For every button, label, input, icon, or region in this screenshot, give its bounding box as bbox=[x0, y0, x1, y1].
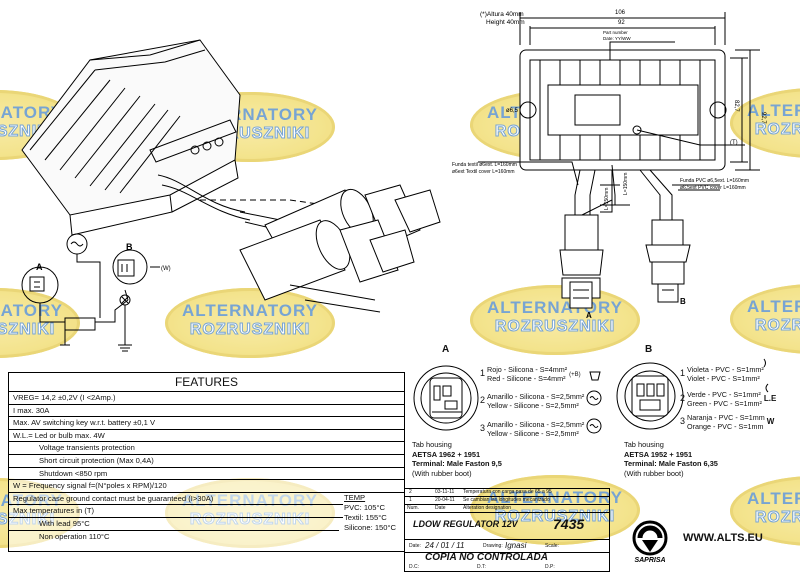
schematic-label-a: A bbox=[36, 262, 43, 272]
dc-label: D.C: bbox=[409, 564, 419, 570]
dim-hole: ø6,5 bbox=[506, 108, 519, 114]
conn-a-label: A bbox=[442, 344, 450, 355]
temp-block: TEMP PVC: 105°C Textil: 155°C Silicone: … bbox=[344, 493, 396, 533]
title-block: 2 03-11-11 Temperatura con carga pasa de… bbox=[404, 488, 610, 572]
conn-b-label: B bbox=[645, 344, 653, 355]
cable-right-2: ø6,5ext PVC cover L=160mm bbox=[680, 185, 746, 191]
cable-left-2: ø6ext Textil cover L=160mm bbox=[452, 169, 515, 175]
dp-label: D.P: bbox=[545, 564, 555, 570]
title-row: LDOW REGULATOR 12V 7435 bbox=[405, 513, 609, 540]
dim-date: Date: YY/WW bbox=[603, 36, 631, 41]
dim-92: 92 bbox=[618, 20, 625, 26]
regulator-perspective bbox=[21, 39, 361, 243]
conn-a-housing: Tab housing AETSA 1962 + 1951 Terminal: … bbox=[412, 440, 502, 478]
feature-row: With lead 95°C bbox=[9, 518, 339, 531]
feature-row: Non operation 110°C bbox=[39, 531, 110, 541]
cable-length-a: L=150mm bbox=[604, 188, 610, 210]
dim-106: 106 bbox=[615, 10, 626, 16]
temp-line: PVC: 105°C bbox=[344, 503, 386, 512]
svg-text:SAPRISA: SAPRISA bbox=[634, 557, 665, 564]
connector-a-drawing bbox=[559, 214, 604, 309]
feature-row: I max. 30A bbox=[9, 405, 404, 418]
dim-part: Part number bbox=[603, 30, 628, 35]
feature-row: Voltage transients protection bbox=[9, 442, 404, 455]
feature-row: W.L.= Led or bulb max. 4W bbox=[9, 430, 404, 443]
features-title: FEATURES bbox=[9, 373, 404, 392]
feature-row: W = Frequency signal f=(N°poles x RPM)/1… bbox=[9, 480, 404, 493]
schematic-label-b: B bbox=[126, 242, 133, 252]
schematic-label-w: (W) bbox=[161, 266, 171, 272]
revision-row: 2 03-11-11 Temperatura con carga pasa de… bbox=[405, 489, 609, 497]
wiring-schematic bbox=[21, 233, 160, 352]
dim-827: 82,7 bbox=[733, 100, 739, 112]
cable-label-a: A bbox=[586, 311, 592, 320]
feature-row: Max temperatures in (T) bbox=[9, 505, 343, 518]
date-row: Date: 24 / 01 / 11 Drawing: Ignasi Scale… bbox=[405, 540, 609, 553]
feature-row: Regulator case ground contact must be gu… bbox=[9, 493, 343, 506]
connector-b-drawing bbox=[645, 219, 691, 303]
dim-927: 92,7 bbox=[760, 112, 766, 124]
cable-right-1: Funda PVC ø6,5ext. L=160mm bbox=[680, 178, 749, 184]
feature-row: VREG= 14,2 ±0,2V (I <2Amp.) bbox=[9, 392, 404, 405]
drawing-number: 7435 bbox=[553, 516, 585, 532]
temp-line: Textil: 155°C bbox=[344, 513, 387, 522]
temp-line: Silicone: 150°C bbox=[344, 523, 397, 532]
drawing-title: LDOW REGULATOR 12V bbox=[413, 519, 518, 529]
connector-perspective bbox=[239, 184, 441, 313]
dim-t: (T) bbox=[730, 140, 738, 146]
dim-altura: (*)Altura 40mm bbox=[480, 11, 524, 18]
conn-b-housing: Tab housing AETSA 1952 + 1951 Terminal: … bbox=[624, 440, 718, 478]
cable-label-b: B bbox=[680, 297, 686, 306]
regulator-top-view bbox=[478, 12, 760, 221]
connector-b-face bbox=[616, 362, 684, 430]
feature-row: Shutdown <850 rpm bbox=[9, 468, 404, 481]
copia-stamp: COPIA NO CONTROLADA bbox=[425, 552, 548, 563]
dt-label: D.T: bbox=[477, 564, 486, 570]
brand-url: WWW.ALTS.EU bbox=[683, 532, 763, 544]
cable-left-1: Funda textil ø6ext. L=160mm bbox=[452, 162, 517, 168]
connector-a-face bbox=[413, 365, 479, 431]
dim-height: Height 40mm bbox=[486, 19, 525, 26]
revision-header: Num. Date Alteration designation bbox=[405, 505, 609, 513]
feature-row: Max. AV switching key w.r.t. battery ±0,… bbox=[9, 417, 404, 430]
saprisa-logo-icon: SAPRISA bbox=[632, 520, 668, 564]
temp-title: TEMP bbox=[344, 493, 366, 502]
revision-row: 1 20-04-11 Se cambian las longitudes mec… bbox=[405, 497, 609, 505]
cable-length-b: L=150mm bbox=[623, 173, 629, 195]
feature-row: Short circuit protection (Max 0,4A) bbox=[9, 455, 404, 468]
features-table: FEATURES VREG= 14,2 ±0,2V (I <2Amp.) I m… bbox=[8, 372, 405, 552]
